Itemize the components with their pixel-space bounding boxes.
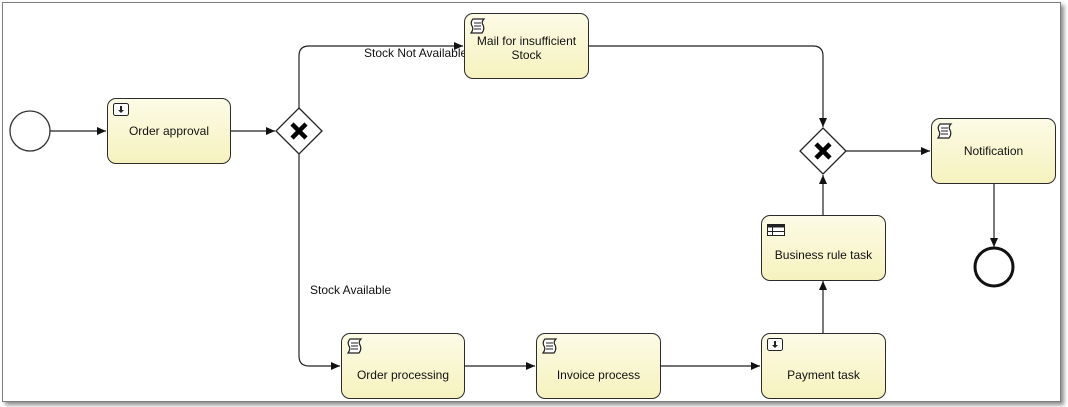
script-task-icon	[937, 123, 953, 139]
flow-not-available[interactable]	[298, 42, 463, 108]
start-event[interactable]	[9, 110, 51, 152]
user-task-icon	[113, 103, 129, 116]
merge-gateway[interactable]	[799, 127, 847, 175]
flow-mail-to-merge[interactable]	[589, 45, 827, 127]
x-icon	[814, 142, 832, 160]
edge-label-stock-available: Stock Available	[310, 283, 392, 297]
task-invoice-process[interactable]: Invoice process	[536, 333, 661, 399]
end-event[interactable]	[973, 246, 1015, 288]
split-gateway[interactable]	[275, 107, 323, 155]
task-label: Payment task	[787, 368, 860, 382]
user-task-icon	[767, 338, 783, 351]
task-mail-insufficient-stock[interactable]: Mail for insufficient Stock	[464, 13, 589, 79]
script-task-icon	[542, 338, 558, 354]
business-rule-icon	[767, 224, 785, 236]
task-label: Order approval	[128, 124, 210, 138]
x-icon	[290, 122, 308, 140]
task-label: Notification	[963, 144, 1024, 158]
task-label: Invoice process	[556, 368, 641, 382]
script-task-icon	[347, 338, 363, 354]
script-task-icon	[470, 18, 486, 34]
edge-label-stock-not-available: Stock Not Available	[364, 46, 468, 60]
task-order-approval[interactable]: Order approval	[107, 98, 231, 164]
task-notification[interactable]: Notification	[931, 118, 1056, 184]
task-order-processing[interactable]: Order processing	[341, 333, 465, 399]
task-label: Order processing	[356, 368, 450, 382]
task-label: Mail for insufficient Stock	[476, 34, 577, 62]
task-business-rule[interactable]: Business rule task	[761, 215, 886, 281]
flow-available[interactable]	[298, 154, 340, 370]
task-payment[interactable]: Payment task	[761, 333, 886, 399]
task-label: Business rule task	[774, 248, 873, 262]
